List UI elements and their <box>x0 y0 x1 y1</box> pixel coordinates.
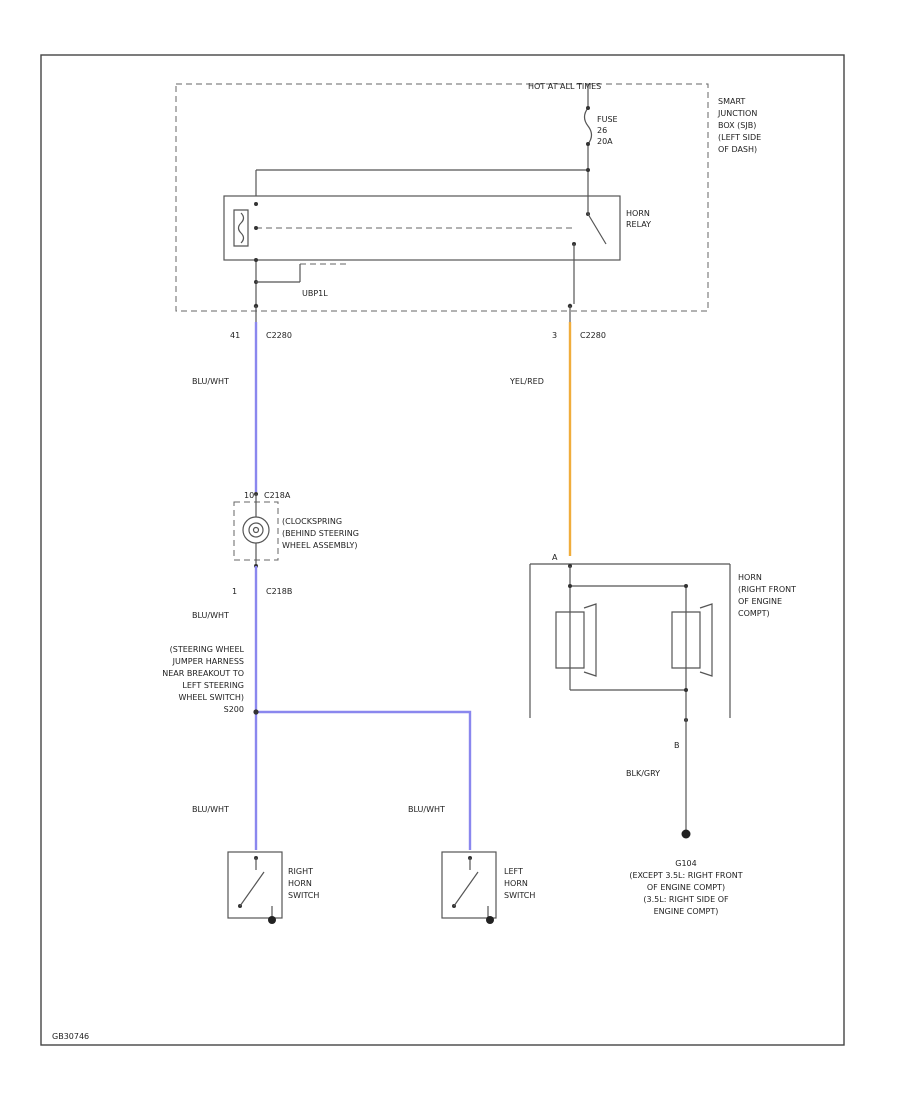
svg-text:20A: 20A <box>597 137 613 146</box>
wire-blu-wht-label-2: BLU/WHT <box>192 611 229 620</box>
left-horn-switch: LEFT HORN SWITCH <box>441 851 535 924</box>
svg-text:SWITCH: SWITCH <box>504 891 535 900</box>
right-horn-switch: RIGHT HORN SWITCH <box>227 851 319 924</box>
svg-text:A: A <box>552 553 558 562</box>
svg-text:B: B <box>674 741 680 750</box>
horn: A HORN (RIGHT FRONT OF ENGINE COMPT) <box>529 553 796 718</box>
horn-ground-wire: B BLK/GRY G104 (EXCEPT 3.5L: RIGHT FRONT… <box>626 718 743 916</box>
wire-blu-wht-label-4: BLU/WHT <box>408 805 445 814</box>
svg-text:COMPT): COMPT) <box>738 609 770 618</box>
svg-text:SMART: SMART <box>718 97 745 106</box>
svg-text:RIGHT: RIGHT <box>288 867 313 876</box>
diagram-id: GB30746 <box>52 1032 89 1041</box>
svg-text:FUSE: FUSE <box>597 115 618 124</box>
svg-text:BOX (SJB): BOX (SJB) <box>718 121 756 130</box>
relay-coil-ground: UBP1L <box>254 258 346 304</box>
c2280-label-left: C2280 <box>266 331 292 340</box>
c218b-label: C218B <box>266 587 292 596</box>
svg-text:(STEERING WHEEL: (STEERING WHEEL <box>170 645 245 654</box>
svg-text:NEAR BREAKOUT TO: NEAR BREAKOUT TO <box>162 669 244 678</box>
svg-text:26: 26 <box>597 126 607 135</box>
wire-yel-red-label: YEL/RED <box>509 377 544 386</box>
svg-text:JUNCTION: JUNCTION <box>717 109 757 118</box>
pin-1-label: 1 <box>232 587 237 596</box>
c2280-label-right: C2280 <box>580 331 606 340</box>
hot-at-all-times-label: HOT AT ALL TIMES <box>528 82 601 91</box>
svg-text:BLK/GRY: BLK/GRY <box>626 769 660 778</box>
svg-text:(LEFT SIDE: (LEFT SIDE <box>718 133 761 142</box>
pin-3-label: 3 <box>552 331 557 340</box>
svg-text:WHEEL ASSEMBLY): WHEEL ASSEMBLY) <box>282 541 358 550</box>
horn-speaker-left <box>555 603 597 677</box>
svg-text:S200: S200 <box>224 705 244 714</box>
svg-text:HORN: HORN <box>504 879 528 888</box>
svg-text:HORN: HORN <box>626 209 650 218</box>
sjb-label: SMART JUNCTION BOX (SJB) (LEFT SIDE OF D… <box>717 97 761 154</box>
wire-blu-wht-label-1: BLU/WHT <box>192 377 229 386</box>
svg-text:OF DASH): OF DASH) <box>718 145 757 154</box>
right-switch-ground <box>268 916 276 924</box>
wire-blu-wht-to-left-switch <box>256 710 472 850</box>
clockspring: 10 C218A (CLOCKSPRING (BEHIND STEERING W… <box>233 491 359 568</box>
diagram-frame <box>40 54 845 1046</box>
splice-label: (STEERING WHEEL JUMPER HARNESS NEAR BREA… <box>162 645 244 714</box>
pin-41-label: 41 <box>230 331 240 340</box>
svg-text:(3.5L: RIGHT SIDE OF: (3.5L: RIGHT SIDE OF <box>643 895 729 904</box>
svg-text:10: 10 <box>244 491 254 500</box>
svg-text:LEFT STEERING: LEFT STEERING <box>182 681 244 690</box>
horn-relay: HORN RELAY <box>223 168 651 304</box>
svg-text:RELAY: RELAY <box>626 220 651 229</box>
svg-text:G104: G104 <box>675 859 696 868</box>
svg-text:OF ENGINE: OF ENGINE <box>738 597 782 606</box>
wire-blu-wht-label-3: BLU/WHT <box>192 805 229 814</box>
svg-text:(BEHIND STEERING: (BEHIND STEERING <box>282 529 359 538</box>
left-switch-ground <box>486 916 494 924</box>
svg-text:OF ENGINE COMPT): OF ENGINE COMPT) <box>647 883 725 892</box>
svg-text:ENGINE COMPT): ENGINE COMPT) <box>654 907 719 916</box>
svg-text:HORN: HORN <box>288 879 312 888</box>
svg-text:LEFT: LEFT <box>504 867 523 876</box>
svg-text:(CLOCKSPRING: (CLOCKSPRING <box>282 517 342 526</box>
svg-text:JUMPER HARNESS: JUMPER HARNESS <box>172 657 244 666</box>
svg-text:C218A: C218A <box>264 491 291 500</box>
horn-speaker-right <box>671 603 713 677</box>
svg-text:(EXCEPT 3.5L: RIGHT FRONT: (EXCEPT 3.5L: RIGHT FRONT <box>629 871 742 880</box>
ubpl-label: UBP1L <box>302 289 328 298</box>
svg-text:(RIGHT FRONT: (RIGHT FRONT <box>738 585 796 594</box>
svg-text:HORN: HORN <box>738 573 762 582</box>
smart-junction-box-outline <box>175 83 709 312</box>
svg-text:WHEEL SWITCH): WHEEL SWITCH) <box>178 693 244 702</box>
splice-s200 <box>253 709 259 715</box>
fuse-26: FUSE 26 20A <box>583 84 618 197</box>
svg-text:SWITCH: SWITCH <box>288 891 319 900</box>
ground-g104 <box>681 829 691 839</box>
